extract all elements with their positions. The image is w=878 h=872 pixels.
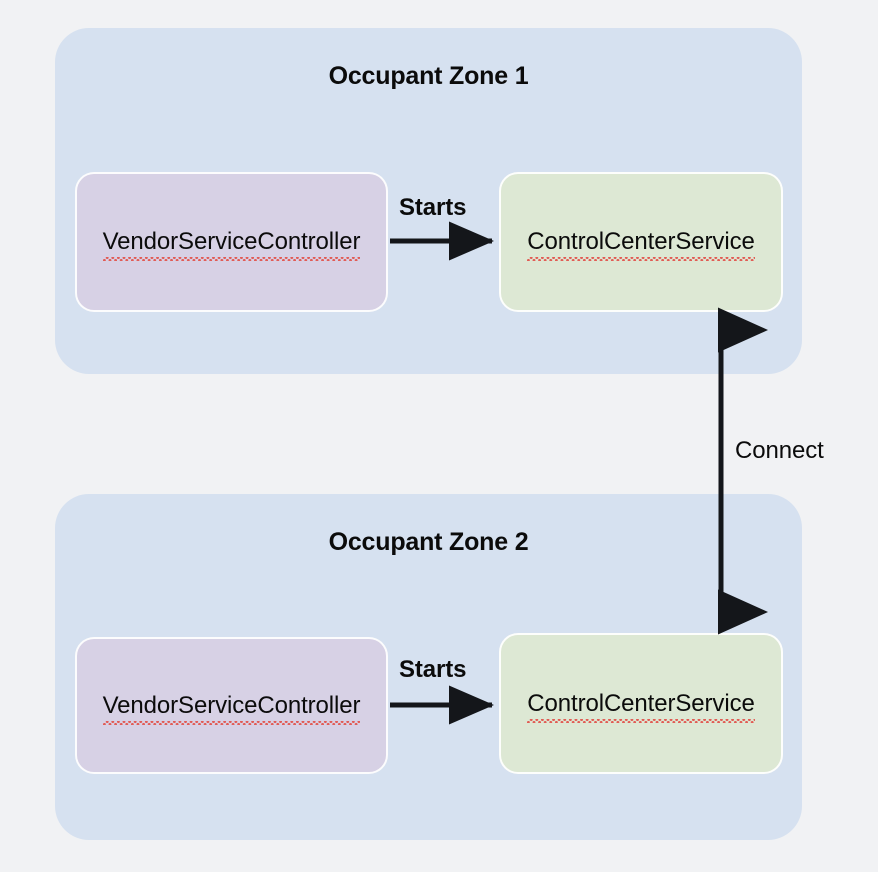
edge-label-connect: Connect [735,437,824,464]
edge-label-starts-zone-1: Starts [399,194,467,221]
node-vendor-service-controller-zone-1[interactable]: VendorServiceController [75,172,388,312]
node-label: VendorServiceController [102,228,361,261]
edge-label-starts-zone-2: Starts [399,656,467,683]
node-label: VendorServiceController [102,691,361,725]
node-vendor-service-controller-zone-2[interactable]: VendorServiceController [75,637,388,774]
node-label: ControlCenterService [527,228,756,261]
node-control-center-service-zone-2[interactable]: ControlCenterService [499,633,783,774]
zone-title-2: Occupant Zone 2 [328,528,529,556]
node-label: ControlCenterService [527,689,756,723]
zone-title-1: Occupant Zone 1 [328,62,529,90]
node-control-center-service-zone-1[interactable]: ControlCenterService [499,172,783,312]
